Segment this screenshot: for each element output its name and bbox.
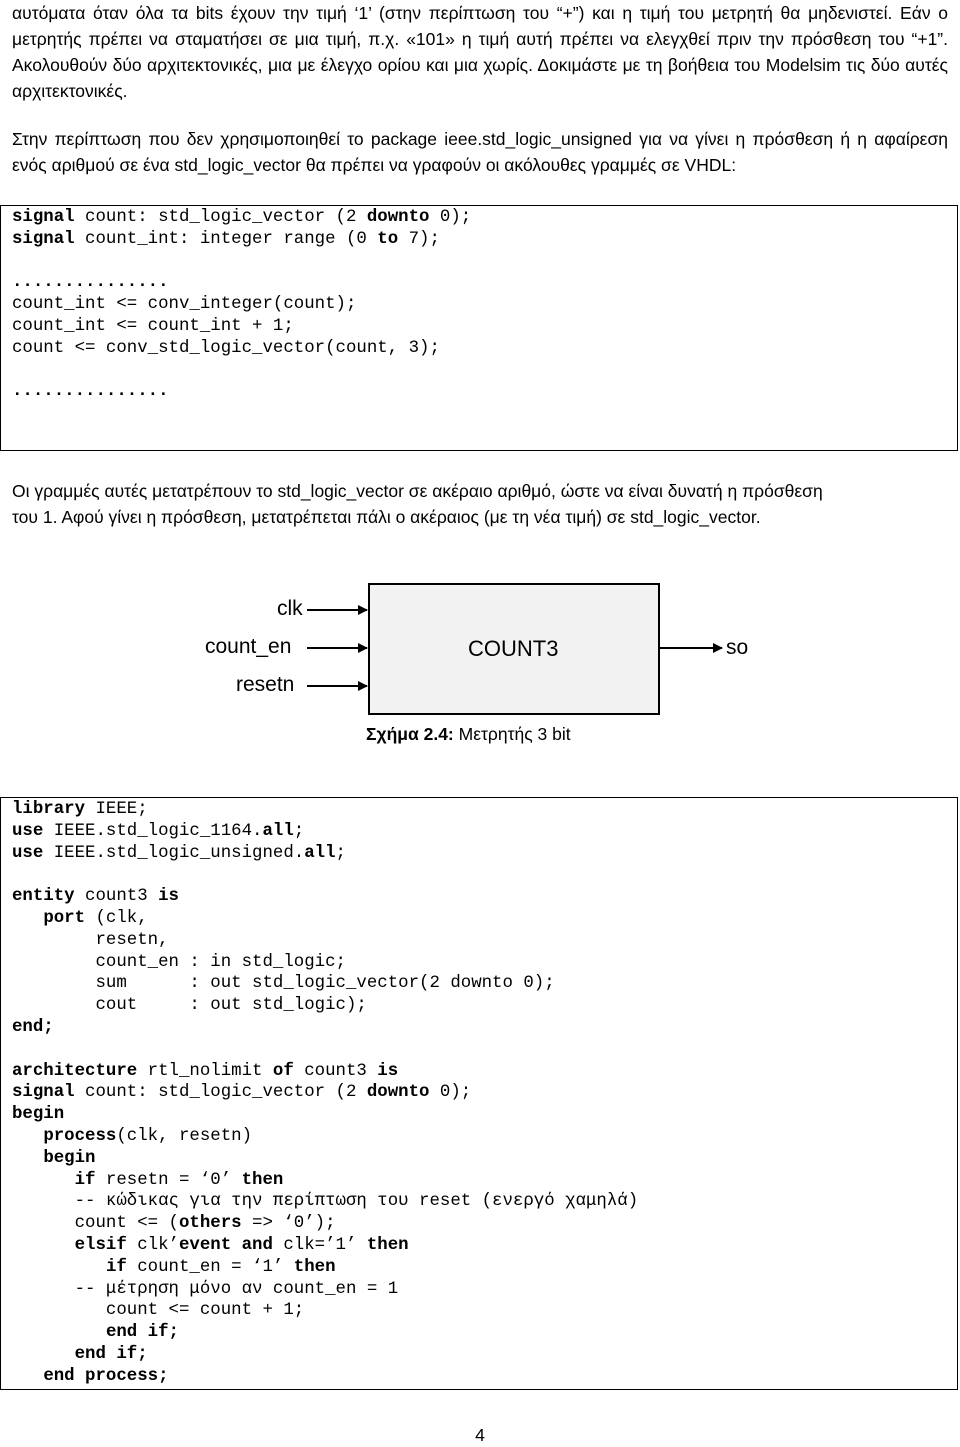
code-comment: -- κώδικας για την περίπτωση του reset (… — [12, 1192, 639, 1212]
figure-caption: Σχήμα 2.4: Μετρητής 3 bit — [366, 724, 571, 744]
code-line: entity count3 is — [12, 887, 179, 907]
code-ellipsis: ............... — [12, 273, 169, 293]
clk-label: clk — [277, 597, 303, 620]
intro-paragraph: αυτόματα όταν όλα τα bits έχουν την τιμή… — [12, 3, 948, 101]
code-line: signal count_int: integer range (0 to 7)… — [12, 229, 440, 249]
code-listing-count3: library IEEE; use IEEE.std_logic_1164.al… — [0, 797, 958, 1390]
code-line: if resetn = ‘0’ then — [74, 1170, 284, 1190]
code-line: count <= conv_std_logic_vector(count, 3)… — [12, 338, 440, 358]
so-label: so — [726, 636, 749, 659]
code-line: port (clk, — [43, 908, 148, 928]
count3-block-diagram: clk count_en resetn COUNT3 so — [195, 580, 755, 720]
code-line: count <= count + 1; — [12, 1301, 305, 1321]
code-line: count_int <= conv_integer(count); — [12, 295, 357, 315]
code-line: count_en : in std_logic; — [12, 952, 346, 972]
code-line: process(clk, resetn) — [43, 1126, 253, 1146]
code-ellipsis: ............... — [12, 382, 169, 402]
code-line — [12, 1039, 957, 1061]
page-number: 4 — [475, 1425, 485, 1445]
code-comment: -- μέτρηση μόνο αν count_en = 1 — [12, 1279, 399, 1299]
code-snippet-conversion: signal count: std_logic_vector (2 downto… — [0, 205, 958, 451]
code-line: sum : out std_logic_vector(2 downto 0); — [12, 974, 555, 994]
code-line: use IEEE.std_logic_unsigned.all; — [12, 843, 346, 863]
code-line: begin — [43, 1148, 96, 1168]
count3-block — [368, 583, 660, 715]
code-line: cout : out std_logic); — [12, 996, 367, 1016]
code-line: if count_en = ‘1’ then — [105, 1257, 336, 1277]
code-line: count <= (others => ‘0’); — [12, 1214, 336, 1234]
code-line: use IEEE.std_logic_1164.all; — [12, 821, 305, 841]
code-line: begin — [12, 1105, 65, 1125]
code-line: resetn, — [12, 930, 169, 950]
code-line: end; — [12, 1017, 54, 1037]
code-line: signal count: std_logic_vector (2 downto… — [12, 1083, 472, 1103]
code-line: end if; — [105, 1323, 179, 1343]
code-line: library IEEE; — [12, 800, 148, 819]
code-line: end process; — [43, 1366, 169, 1386]
code-line: elsif clk’event and clk=’1’ then — [74, 1235, 409, 1255]
package-note-paragraph: Στην περίπτωση που δεν χρησιμοποιηθεί το… — [12, 129, 948, 175]
code-line: end if; — [74, 1344, 148, 1364]
code-line: count_int <= count_int + 1; — [12, 316, 294, 336]
code-line — [12, 251, 957, 273]
code-line — [12, 360, 957, 382]
resetn-label: resetn — [236, 673, 295, 696]
block-name-label: COUNT3 — [468, 636, 559, 661]
explanation-paragraph: Οι γραμμές αυτές μετατρέπουν το std_logi… — [12, 481, 823, 527]
code-line — [12, 864, 957, 886]
diagram-graphics — [307, 583, 723, 715]
code-line: signal count: std_logic_vector (2 downto… — [12, 208, 472, 227]
code-line: architecture rtl_nolimit of count3 is — [12, 1061, 399, 1081]
count-en-label: count_en — [205, 635, 292, 658]
